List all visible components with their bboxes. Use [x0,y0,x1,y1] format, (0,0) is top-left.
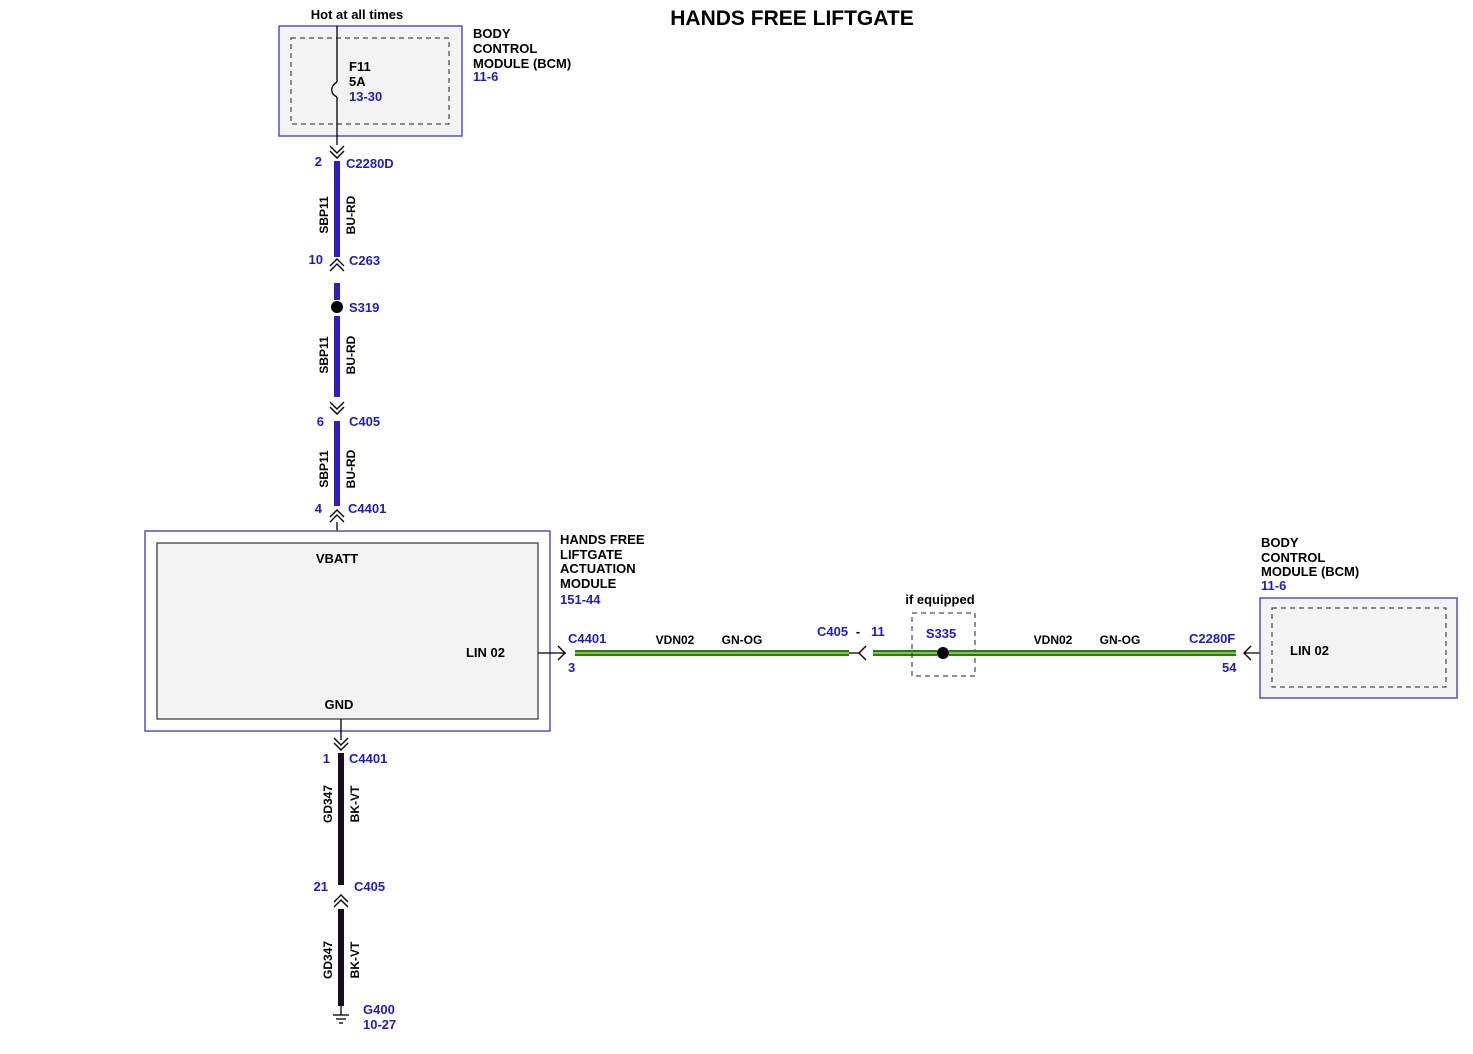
hfam-name-line-1: HANDS FREE [560,532,645,547]
c4401-power-name[interactable]: C4401 [348,501,386,516]
if-equipped-label: if equipped [905,592,974,607]
splice-s335-dashed-box [911,612,976,677]
hfam-name-line-2: LIFTGATE [560,547,623,562]
connector-c4401-gnd-arrow[interactable] [333,737,349,751]
bcm-right-lin-label: LIN 02 [1290,643,1329,658]
c4401-power-pin: 4 [315,501,323,516]
ground-ref-link[interactable]: 10-27 [363,1017,396,1032]
connector-c405-arrow[interactable] [329,401,345,415]
bcm-top-name-line-3: MODULE (BCM) [473,56,571,71]
c405-lin-dash: - [856,624,860,639]
c2280f-pin: 54 [1222,660,1237,675]
c2280d-pin: 2 [315,154,322,169]
bcm-right-name-line-2: CONTROL [1261,550,1325,565]
hfam-ref-link[interactable]: 151-44 [560,592,601,607]
lin-wire2-color-label: GN-OG [1100,633,1141,647]
connector-c405-lin-arrow[interactable] [849,645,867,661]
ground-icon[interactable] [333,1006,349,1024]
fuse-rating: 5A [349,74,366,89]
page-title: HANDS FREE LIFTGATE [670,7,913,30]
bcm-top-name-line-1: BODY [473,26,511,41]
c2280f-name[interactable]: C2280F [1189,631,1235,646]
c4401-lin-name[interactable]: C4401 [568,631,606,646]
splice-s335-dot[interactable] [937,647,949,659]
hot-at-all-times-label: Hot at all times [311,7,403,22]
c405-gnd-pin: 21 [314,879,328,894]
lin-wire2-circuit-label: VDN02 [1034,633,1073,647]
c405-lin-pin: 11 [871,624,885,639]
c263-name[interactable]: C263 [349,253,380,268]
splice-s335-name[interactable]: S335 [926,626,956,641]
wire3-circuit-label: SBP11 [317,450,331,488]
connector-c263-arrow[interactable] [329,258,345,272]
connector-c4401-power-arrow[interactable] [329,509,345,523]
splice-s319-name[interactable]: S319 [349,300,379,315]
c405-gnd-name[interactable]: C405 [354,879,385,894]
gnd-wire1-circuit-label: GD347 [321,785,335,823]
hfam-block[interactable] [144,530,551,732]
connector-c2280d-arrow[interactable] [329,145,345,159]
gnd-wire1-color-label: BK-VT [348,785,362,822]
bcm-right-block[interactable] [1259,597,1458,699]
connector-c4401-lin-arrow[interactable] [557,645,566,661]
wire3-color-label: BU-RD [344,449,358,488]
bcm-right-ref-link[interactable]: 11-6 [1261,578,1286,593]
wire1-circuit-label: SBP11 [317,196,331,234]
c263-pin: 10 [309,252,323,267]
lin-wire1-color-label: GN-OG [722,633,763,647]
hfam-vbatt-label: VBATT [316,551,358,566]
splice-s319-dot[interactable] [331,301,343,313]
hfam-lin-label: LIN 02 [466,645,505,660]
c4401-lin-pin: 3 [568,660,575,675]
c4401-gnd-pin: 1 [323,751,330,766]
hfam-name-line-4: MODULE [560,576,617,591]
bcm-top-ref-link[interactable]: 11-6 [473,69,498,84]
c405-lin-name[interactable]: C405 [817,624,848,639]
hfam-name-line-3: ACTUATION [560,561,636,576]
fuse-name: F11 [349,59,371,74]
bcm-top-name-line-2: CONTROL [473,41,537,56]
bcm-right-name-line-3: MODULE (BCM) [1261,564,1359,579]
c405-pin: 6 [317,414,324,429]
wire2-circuit-label: SBP11 [317,336,331,374]
bcm-right-name-line-1: BODY [1261,535,1299,550]
hfam-gnd-label: GND [325,697,354,712]
gnd-wire2-color-label: BK-VT [348,941,362,978]
wire2-color-label: BU-RD [344,335,358,374]
lin-wire1-circuit-label: VDN02 [656,633,695,647]
fuse-ref-link[interactable]: 13-30 [349,89,382,104]
ground-name[interactable]: G400 [363,1002,395,1017]
bcm-top-block[interactable] [278,25,463,137]
gnd-wire2-circuit-label: GD347 [321,941,335,979]
c4401-gnd-name[interactable]: C4401 [349,751,387,766]
connector-c405-gnd-arrow[interactable] [333,894,349,908]
c2280d-name[interactable]: C2280D [346,156,394,171]
c405-name[interactable]: C405 [349,414,380,429]
fuse-f11-symbol[interactable] [331,26,338,145]
wire1-color-label: BU-RD [344,195,358,234]
